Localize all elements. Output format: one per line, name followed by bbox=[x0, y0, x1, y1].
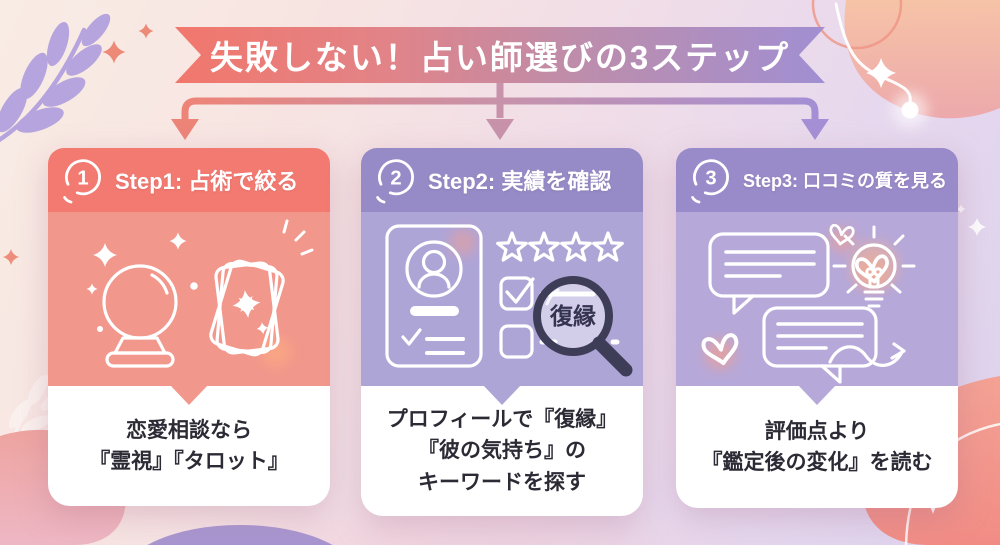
step-number: 3 bbox=[705, 168, 716, 190]
step-number-badge: 2 bbox=[376, 159, 414, 204]
card-pointer bbox=[483, 385, 521, 405]
shuffle-arrows-icon bbox=[828, 342, 906, 367]
step-number: 1 bbox=[77, 168, 88, 190]
arrow-down-icon bbox=[801, 119, 829, 140]
crystal-ball-icon bbox=[102, 264, 178, 368]
sparkle-icon bbox=[138, 23, 154, 39]
card-pointer bbox=[798, 385, 836, 405]
sparkle-icons bbox=[86, 232, 198, 332]
step1-title: Step1: 占術で絞る bbox=[115, 169, 299, 194]
step2-title: Step2: 実績を確認 bbox=[428, 169, 612, 194]
step-number: 2 bbox=[390, 168, 401, 190]
peach-blob bbox=[844, 0, 1000, 119]
title-ribbon: 失敗しない！占い師選びの3ステップ bbox=[175, 27, 825, 83]
sparkle-icon bbox=[968, 218, 986, 236]
step1-card: 1 Step1: 占術で絞る bbox=[48, 148, 330, 506]
step2-description: プロフィールで『復縁』 『彼の気持ち』の キーワードを探す bbox=[361, 386, 643, 516]
leaf-branch-icon bbox=[0, 13, 111, 143]
step1-illustration bbox=[48, 212, 330, 405]
sparkle-icon bbox=[3, 249, 19, 265]
magnifier-icon: 復縁 bbox=[533, 276, 633, 377]
step3-card: 3 Step3: 口コミの質を見る bbox=[676, 148, 958, 508]
sparkle-icon bbox=[102, 40, 126, 64]
step3-header: 3 Step3: 口コミの質を見る bbox=[676, 148, 958, 212]
flow-connector bbox=[171, 80, 829, 140]
step3-description: 評価点より 『鑑定後の変化』を読む bbox=[676, 386, 958, 508]
step2-illustration: 復縁 bbox=[361, 212, 643, 405]
profile-card-icon bbox=[385, 224, 483, 368]
step-number-badge: 3 bbox=[691, 159, 729, 204]
lightbulb-icon bbox=[832, 225, 916, 308]
magnifier-keyword: 復縁 bbox=[549, 303, 596, 329]
arrow-down-icon bbox=[486, 119, 514, 140]
rating-stars-icon bbox=[496, 231, 624, 262]
ring-decoration bbox=[811, 0, 903, 50]
step2-header: 2 Step2: 実績を確認 bbox=[361, 148, 643, 212]
step3-illustration bbox=[676, 212, 958, 405]
step-number-badge: 1 bbox=[63, 159, 101, 204]
page-title: 失敗しない！占い師選びの3ステップ bbox=[209, 39, 791, 76]
arrow-down-icon bbox=[171, 119, 199, 140]
card-pointer bbox=[170, 385, 208, 405]
purple-blob bbox=[147, 525, 333, 545]
step1-description: 恋愛相談なら 『霊視』『タロット』 bbox=[48, 386, 330, 506]
chat-bubbles-icon bbox=[708, 232, 878, 384]
tarot-cards-icon bbox=[209, 219, 314, 357]
step2-card: 2 Step2: 実績を確認 bbox=[361, 148, 643, 516]
step3-title: Step3: 口コミの質を見る bbox=[743, 171, 948, 191]
step1-header: 1 Step1: 占術で絞る bbox=[48, 148, 330, 212]
